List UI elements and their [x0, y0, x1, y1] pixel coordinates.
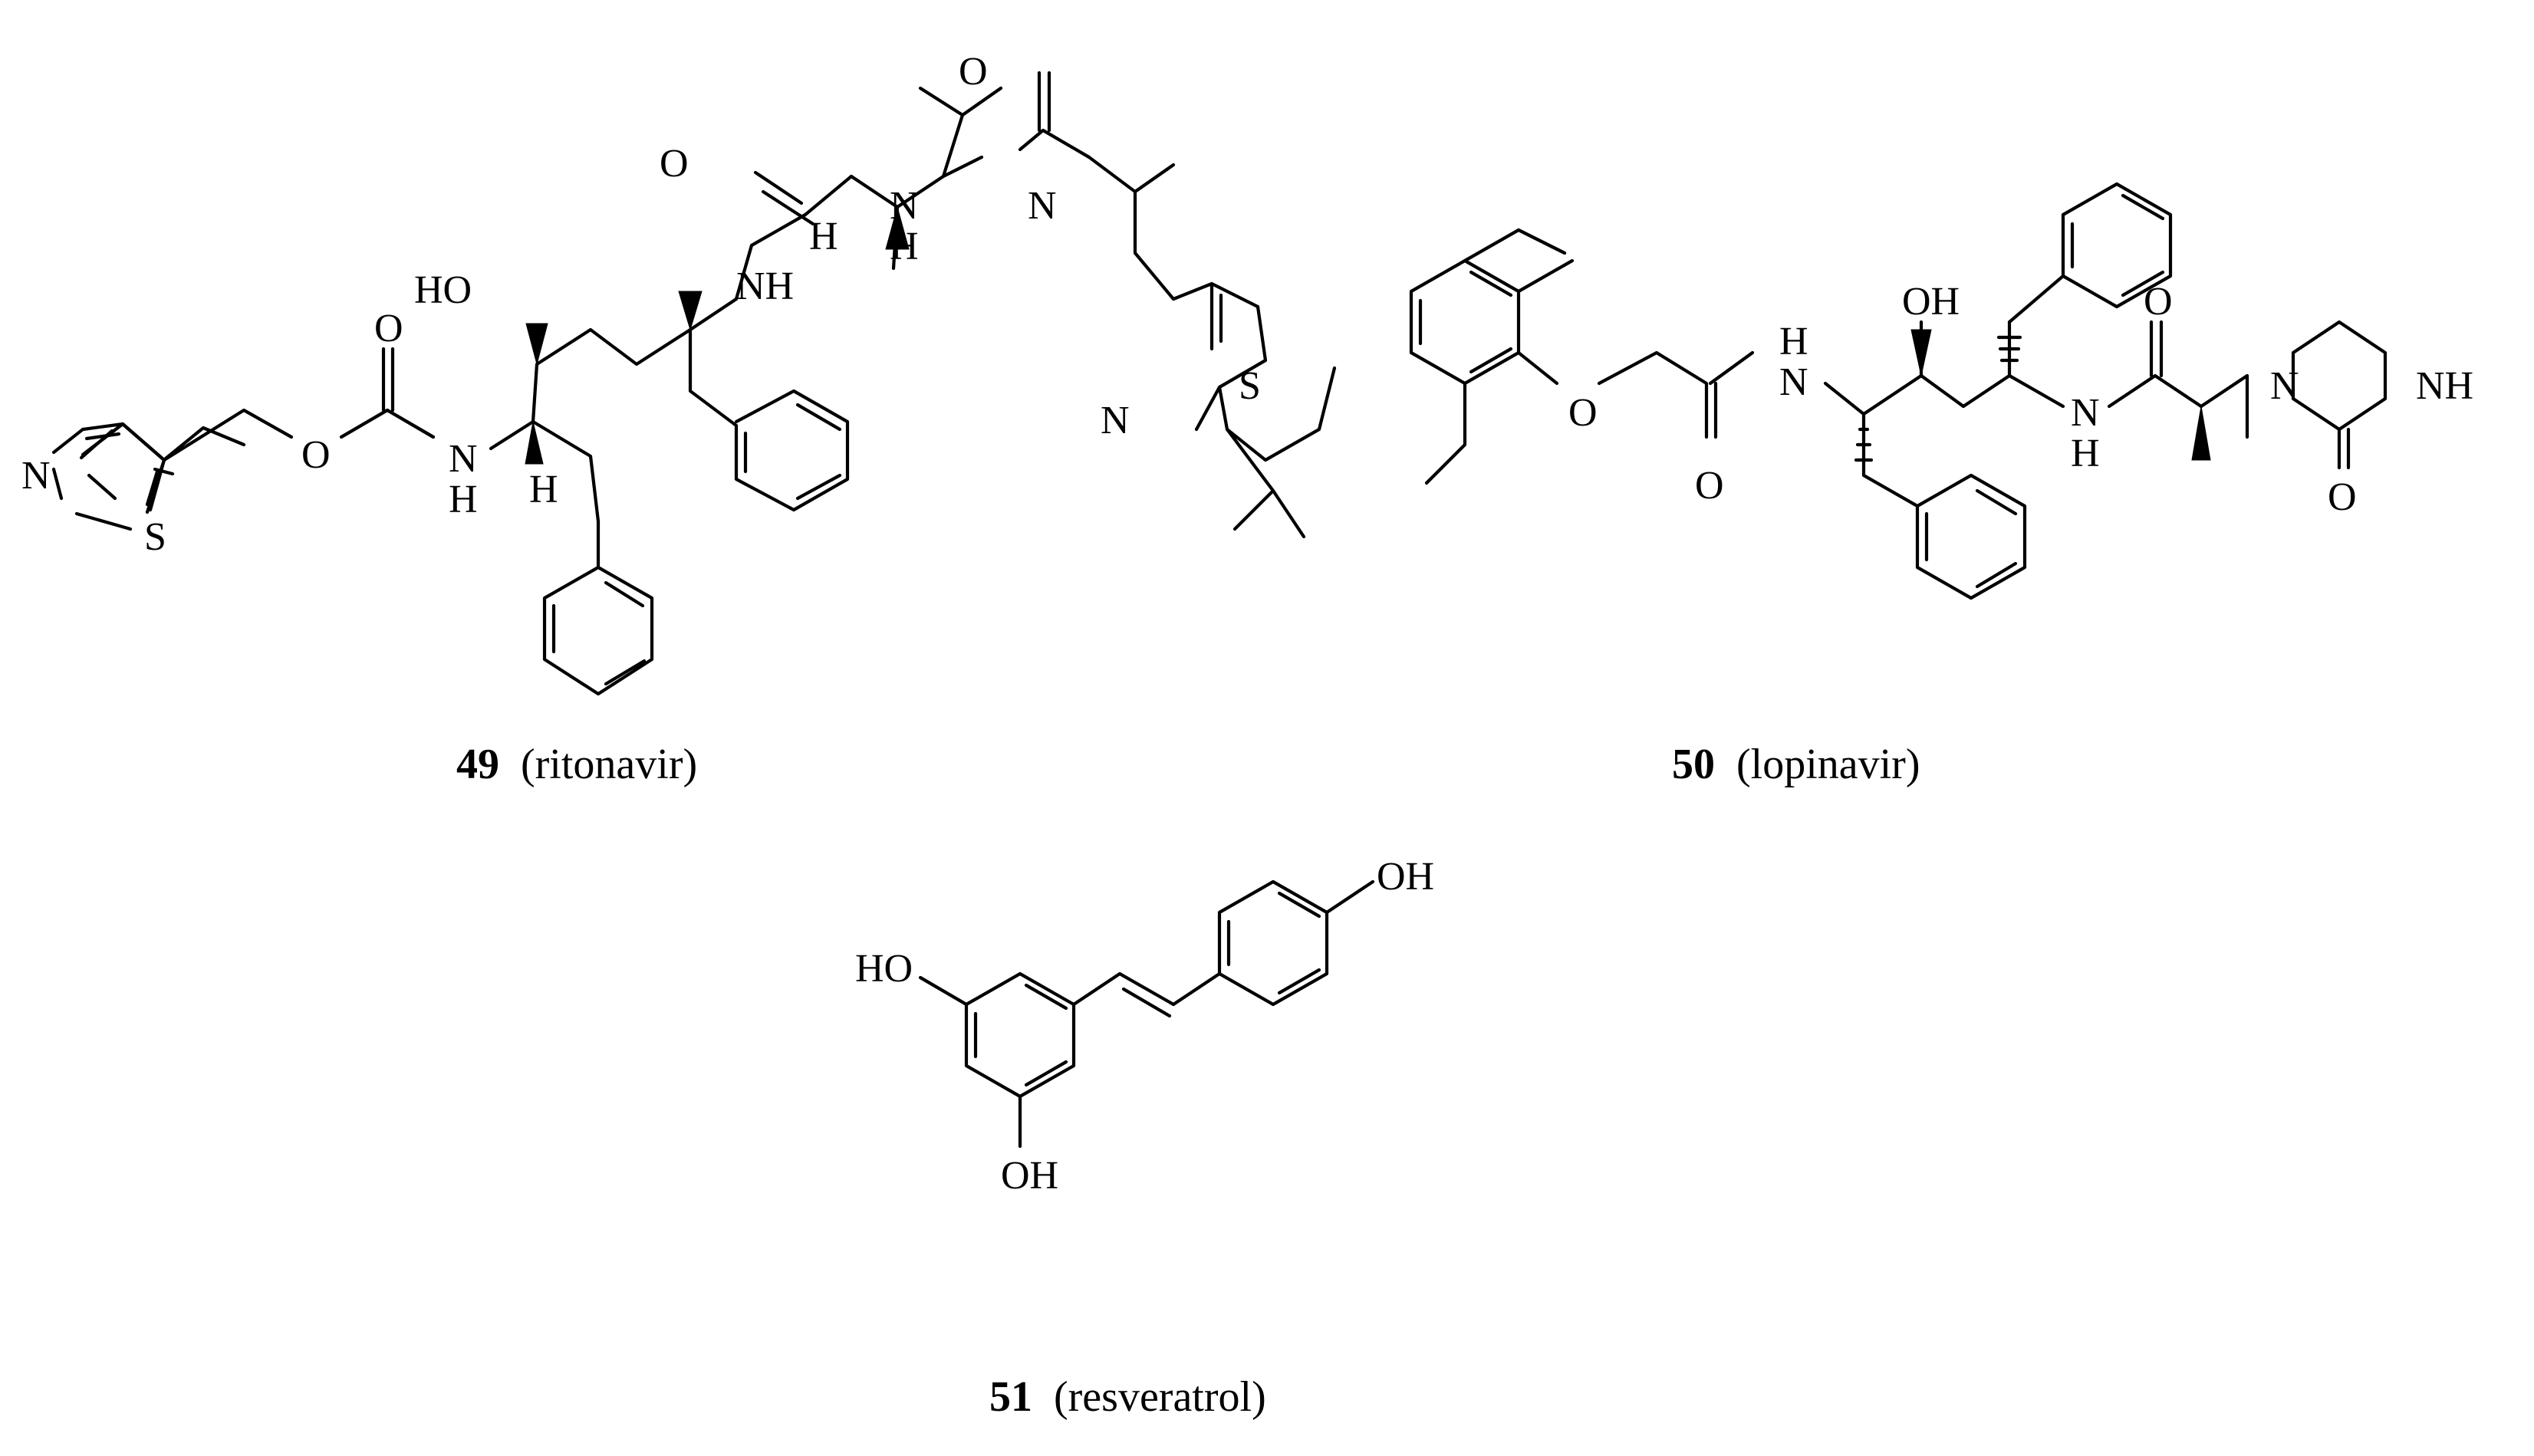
lopinavir-name: (lopinavir) — [1736, 741, 1920, 788]
ritonavir-wedge-2 — [678, 291, 703, 331]
structure-resveratrol: OH HO OH 51 (resveratrol) — [855, 855, 1434, 1421]
structure-ritonavir: N S O O N H H HO NH O H N H O N N S 49 (… — [21, 50, 1337, 788]
lopinavir-wedge-1 — [1910, 329, 1932, 376]
ritonavir-atom-urea-n-methyl: N — [1028, 184, 1057, 228]
ritonavir-atom-n-carbamate: N — [449, 437, 478, 481]
ritonavir-atom-thiazole2-n: N — [1101, 399, 1130, 442]
ritonavir-atom-urea-n: N — [890, 184, 919, 228]
ritonavir-atom-thiazole2-s: S — [1239, 364, 1261, 408]
ritonavir-atom-h-stereo-2: H — [809, 215, 838, 258]
resveratrol-caption: 51 (resveratrol) — [989, 1373, 1266, 1421]
ritonavir-wedge-1 — [525, 323, 548, 366]
ritonavir-atom-hydroxyl: HO — [414, 268, 472, 312]
lopinavir-bonds — [1409, 182, 2388, 600]
ritonavir-wedge-4 — [885, 205, 910, 250]
ritonavir-atom-urea-h: H — [890, 225, 919, 268]
ritonavir-number: 49 — [456, 741, 499, 788]
resveratrol-bonds — [918, 879, 1375, 1149]
ritonavir-caption: 49 (ritonavir) — [456, 741, 697, 788]
lopinavir-atom-amide1-h: H — [1779, 320, 1808, 363]
ritonavir-atom-h-stereo-1: H — [529, 468, 558, 511]
lopinavir-number: 50 — [1672, 741, 1715, 788]
resveratrol-atom-ho-meta-top: HO — [855, 947, 913, 991]
lopinavir-atom-hydroxyl: OH — [1902, 280, 1960, 324]
ritonavir-atom-amide-nh: NH — [736, 265, 794, 308]
lopinavir-wedge-2 — [2191, 406, 2211, 461]
ritonavir-atom-s: S — [144, 515, 166, 559]
ritonavir-atom-o-carbonyl: O — [374, 307, 403, 350]
ritonavir-name: (ritonavir) — [521, 741, 697, 788]
ritonavir-atom-labels: N S O O N H H HO NH O H N H O N N S — [21, 50, 1261, 559]
lopinavir-atom-ring-o: O — [2328, 475, 2357, 519]
resveratrol-atom-labels: OH HO OH — [855, 855, 1434, 1198]
ritonavir-atom-urea-o: O — [959, 50, 988, 94]
ritonavir-atom-amide-o: O — [660, 142, 689, 186]
ritonavir-atom-h-carbamate: H — [449, 478, 478, 521]
resveratrol-number: 51 — [989, 1373, 1032, 1421]
lopinavir-atom-amide1-o: O — [1695, 464, 1724, 508]
lopinavir-atom-amide2-n: N — [2071, 391, 2100, 435]
lopinavir-atom-ring-n1: N — [2270, 364, 2299, 408]
lopinavir-atom-labels: O O N H OH N H O N NH O — [1568, 280, 2473, 519]
lopinavir-atom-amide2-h: H — [2071, 432, 2100, 475]
lopinavir-hash-1 — [1854, 427, 1874, 462]
resveratrol-atom-oh-para: OH — [1377, 855, 1434, 899]
ritonavir-wedge-3 — [525, 421, 544, 465]
lopinavir-atom-amide2-o: O — [2144, 280, 2173, 324]
structure-lopinavir: O O N H OH N H O N NH O 50 (lopinavir) — [1409, 182, 2473, 788]
lopinavir-atom-ether-o: O — [1568, 391, 1598, 435]
resveratrol-atom-oh-meta-bottom: OH — [1001, 1154, 1058, 1198]
lopinavir-atom-amide1-n: N — [1779, 360, 1808, 404]
lopinavir-caption: 50 (lopinavir) — [1672, 741, 1920, 788]
lopinavir-atom-ring-nh: NH — [2416, 364, 2473, 408]
ritonavir-bonds — [51, 71, 1337, 696]
resveratrol-name: (resveratrol) — [1054, 1373, 1266, 1421]
ritonavir-atom-n: N — [21, 454, 51, 498]
ritonavir-atom-o-ester: O — [301, 433, 331, 477]
